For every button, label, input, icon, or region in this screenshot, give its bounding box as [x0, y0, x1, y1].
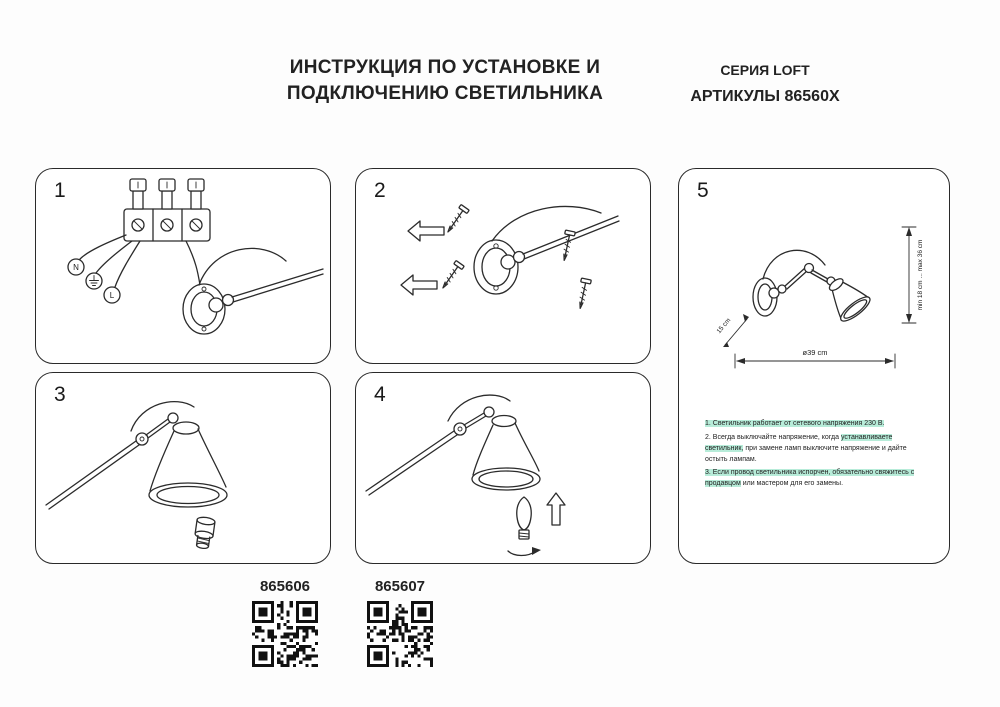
shade-assembly-diagram [45, 400, 228, 550]
insert-arrow-icon [546, 492, 566, 526]
insert-arrow-icon [407, 220, 445, 242]
live-terminal-icon [103, 286, 121, 304]
diameter-dimension-label: ø39 cm [802, 348, 827, 357]
panel-step-3: 3 [35, 372, 331, 564]
lamp-shade-icon [828, 278, 871, 322]
safety-notes: 1. Светильник работает от сетевого напря… [705, 420, 915, 488]
step-number: 2 [374, 179, 386, 202]
screw-icon [563, 229, 576, 262]
neutral-label: N [73, 263, 79, 272]
wall-plate-icon [473, 239, 526, 295]
qr-code [367, 601, 433, 667]
panel-step-4: 4 [355, 372, 651, 564]
height-dimension [901, 226, 917, 324]
rotate-arrow-icon [507, 547, 541, 557]
mounting-diagram [400, 204, 620, 310]
neutral-terminal-icon [67, 258, 85, 276]
lamp-arm [365, 394, 511, 496]
step-number: 4 [374, 383, 386, 406]
bulb-icon [516, 496, 532, 540]
wall-plate-icon [182, 283, 235, 335]
lamp-arm [762, 249, 836, 290]
panel-step-5: 5 [678, 168, 950, 564]
article-number: 865607 [374, 578, 426, 595]
socket-icon [194, 516, 216, 550]
screw-icon [579, 277, 592, 310]
step-number: 3 [54, 383, 66, 406]
wiring-diagram: N L [67, 178, 324, 335]
depth-dimension-label: 15 cm [715, 317, 732, 335]
panel-step-1: 1 N [35, 168, 331, 364]
lamp-cable [185, 240, 201, 286]
lamp-shade-icon [148, 421, 228, 508]
step-number: 1 [54, 179, 66, 202]
supply-wires [79, 234, 141, 288]
screw-icon [447, 204, 470, 233]
article-number: 865606 [259, 578, 311, 595]
qr-code [252, 601, 318, 667]
dimensions-diagram: min 18 cm ... max 36 cm ø39 cm 15 cm [715, 226, 924, 369]
step-number: 5 [697, 179, 709, 202]
page-title-line1: ИНСТРУКЦИЯ ПО УСТАНОВКЕ И [289, 57, 601, 78]
lamp-arm [45, 400, 195, 510]
terminal-block-icon [123, 178, 211, 242]
bulb-installation-diagram [365, 394, 566, 557]
page-title-line2: ПОДКЛЮЧЕНИЮ СВЕТИЛЬНИКА [286, 82, 604, 104]
wall-plate-icon [752, 277, 787, 317]
diameter-dimension [734, 353, 896, 369]
page-title: ИНСТРУКЦИЯ ПО УСТАНОВКЕ И ПОДКЛЮЧЕНИЮ СВ… [245, 55, 645, 106]
panel-step-2: 2 [355, 168, 651, 364]
depth-dimension [723, 314, 749, 347]
height-dimension-label: min 18 cm ... max 36 cm [917, 240, 924, 311]
screw-icon [442, 260, 465, 289]
series-label: СЕРИЯ LOFT [720, 62, 810, 78]
lamp-shade-icon [471, 414, 541, 491]
live-label: L [110, 291, 115, 300]
lamp-arm [198, 247, 324, 303]
earth-icon [85, 272, 103, 290]
insert-arrow-icon [400, 274, 438, 296]
articles-label: АРТИКУЛЫ 86560X [690, 88, 840, 105]
